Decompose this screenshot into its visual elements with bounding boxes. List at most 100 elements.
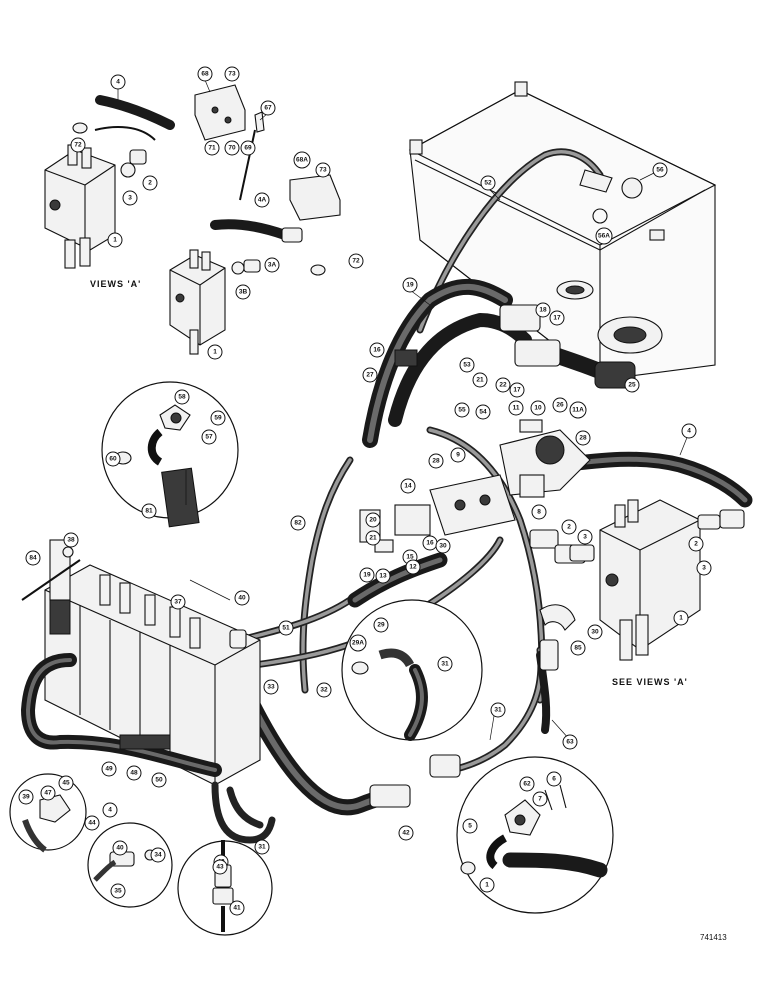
- svg-text:15: 15: [406, 554, 414, 561]
- part-callout-3b: 3B: [235, 284, 251, 300]
- views-a-caption: VIEWS 'A': [90, 279, 141, 289]
- svg-text:72: 72: [352, 258, 360, 265]
- part-callout-11a: 11A: [569, 401, 587, 419]
- part-callout-3: 3: [122, 190, 138, 206]
- part-callout-30: 30: [587, 624, 603, 640]
- part-callout-40: 40: [112, 840, 128, 856]
- svg-text:31: 31: [441, 661, 449, 668]
- part-callout-39: 39: [18, 789, 34, 805]
- part-callout-31: 31: [490, 702, 506, 718]
- svg-text:20: 20: [369, 517, 377, 524]
- svg-text:73: 73: [319, 167, 327, 174]
- detail-tee-fitting: [9, 773, 87, 853]
- part-callout-27: 27: [362, 367, 378, 383]
- part-callout-72: 72: [348, 253, 364, 269]
- svg-text:81: 81: [145, 508, 153, 515]
- part-callout-31: 31: [254, 839, 270, 855]
- svg-text:35: 35: [114, 888, 122, 895]
- svg-text:8: 8: [537, 509, 541, 516]
- svg-text:1: 1: [113, 237, 117, 244]
- svg-text:41: 41: [233, 905, 241, 912]
- part-callout-4: 4: [102, 802, 118, 818]
- svg-text:31: 31: [258, 844, 266, 851]
- svg-text:4: 4: [687, 428, 691, 435]
- part-callout-63: 63: [562, 734, 578, 750]
- svg-text:1: 1: [213, 349, 217, 356]
- part-callout-28: 28: [575, 430, 591, 446]
- part-callout-60: 60: [105, 451, 121, 467]
- svg-text:28: 28: [432, 458, 440, 465]
- svg-text:1: 1: [485, 882, 489, 889]
- part-callout-13: 13: [375, 568, 391, 584]
- views-a-upper-valve: [44, 84, 265, 269]
- svg-text:58: 58: [178, 394, 186, 401]
- part-callout-73: 73: [224, 66, 240, 82]
- part-callout-58: 58: [174, 389, 190, 405]
- svg-text:40: 40: [238, 595, 246, 602]
- part-callout-9: 9: [450, 447, 466, 463]
- svg-text:29A: 29A: [352, 640, 364, 647]
- part-callout-17: 17: [509, 382, 525, 398]
- part-callout-59: 59: [210, 410, 226, 426]
- svg-text:10: 10: [534, 405, 542, 412]
- part-callout-57: 57: [201, 429, 217, 445]
- svg-text:21: 21: [369, 535, 377, 542]
- part-callout-16: 16: [369, 342, 385, 358]
- part-callout-71: 71: [204, 140, 220, 156]
- svg-text:56A: 56A: [598, 233, 610, 240]
- part-callout-3a: 3A: [264, 257, 280, 273]
- part-callout-20: 20: [365, 512, 381, 528]
- part-callout-40: 40: [234, 590, 250, 606]
- svg-text:48: 48: [130, 770, 138, 777]
- part-callout-41: 41: [229, 900, 245, 916]
- part-callout-8: 8: [531, 504, 547, 520]
- part-callout-32: 32: [316, 682, 332, 698]
- svg-text:49: 49: [105, 766, 113, 773]
- see-views-a-caption: SEE VIEWS 'A': [612, 677, 688, 687]
- svg-text:38: 38: [67, 537, 75, 544]
- svg-text:52: 52: [484, 180, 492, 187]
- part-callout-37: 37: [170, 594, 186, 610]
- svg-text:72: 72: [74, 142, 82, 149]
- detail-adapter-fitting: [87, 822, 173, 908]
- svg-text:45: 45: [62, 780, 70, 787]
- svg-text:37: 37: [174, 599, 182, 606]
- part-callout-84: 84: [25, 550, 41, 566]
- part-callout-81: 81: [141, 503, 157, 519]
- svg-text:28: 28: [579, 435, 587, 442]
- svg-text:63: 63: [566, 739, 574, 746]
- svg-text:1: 1: [679, 615, 683, 622]
- part-callout-73: 73: [315, 162, 331, 178]
- part-callout-1: 1: [479, 877, 495, 893]
- svg-text:31: 31: [494, 707, 502, 714]
- svg-text:9: 9: [456, 452, 460, 459]
- svg-text:25: 25: [628, 382, 636, 389]
- part-callout-33: 33: [263, 679, 279, 695]
- part-callout-14: 14: [400, 478, 416, 494]
- svg-text:71: 71: [208, 145, 216, 152]
- svg-text:13: 13: [379, 573, 387, 580]
- svg-text:85: 85: [574, 645, 582, 652]
- svg-text:2: 2: [567, 524, 571, 531]
- svg-text:32: 32: [320, 687, 328, 694]
- svg-text:19: 19: [363, 572, 371, 579]
- svg-text:17: 17: [553, 315, 561, 322]
- part-callout-1: 1: [107, 232, 123, 248]
- part-callout-53: 53: [459, 357, 475, 373]
- drawing-number: 741413: [700, 933, 727, 942]
- svg-text:34: 34: [154, 852, 162, 859]
- detail-straight-connector: [177, 840, 273, 936]
- left-hose-loop: [21, 653, 276, 844]
- svg-text:2: 2: [148, 180, 152, 187]
- part-callout-70: 70: [224, 140, 240, 156]
- part-callout-21: 21: [365, 530, 381, 546]
- part-callout-17: 17: [549, 310, 565, 326]
- svg-text:11: 11: [513, 405, 520, 412]
- part-callout-28: 28: [428, 453, 444, 469]
- part-callout-29a: 29A: [349, 634, 367, 652]
- part-callout-12: 12: [405, 559, 421, 575]
- views-a-lower-valve: [169, 174, 341, 355]
- svg-text:56: 56: [656, 167, 664, 174]
- part-callout-11: 11: [508, 400, 524, 416]
- svg-text:3: 3: [702, 565, 706, 572]
